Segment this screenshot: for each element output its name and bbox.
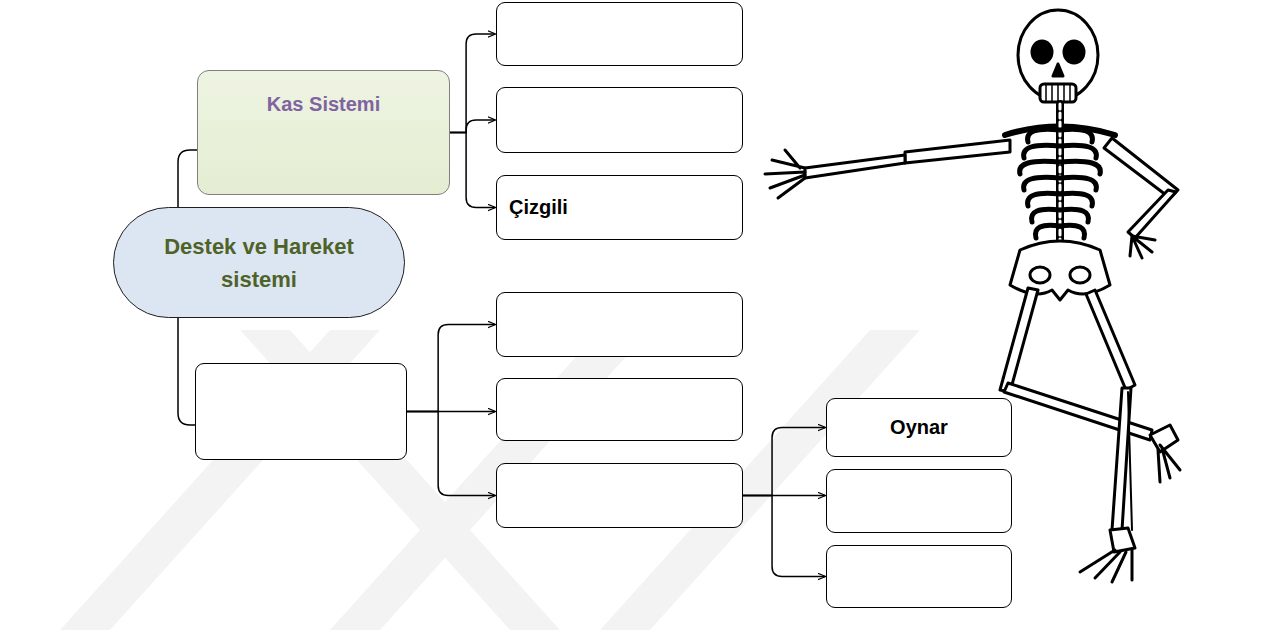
blank-box (826, 469, 1012, 533)
connector-arrow (450, 120, 495, 133)
blank-box (826, 545, 1012, 608)
blank-box (496, 292, 743, 357)
blank-box (496, 378, 743, 441)
blank-box (496, 87, 743, 153)
connector-arrow (407, 412, 495, 496)
connector-arrow (178, 150, 197, 211)
connector-arrow (450, 34, 495, 133)
connector-arrow (450, 133, 495, 208)
connector-arrow (743, 496, 825, 577)
watermark (60, 330, 920, 630)
system-title-pill: Destek ve Hareket sistemi (113, 207, 405, 318)
node-label: Oynar (890, 416, 948, 439)
connector-arrow (407, 325, 495, 412)
blank-box (195, 363, 407, 460)
connector-arrow (743, 428, 825, 496)
node-label: Kas Sistemi (267, 93, 380, 116)
answer-box: Çizgili (496, 175, 743, 240)
answer-box: Oynar (826, 398, 1012, 457)
blank-box (496, 463, 743, 528)
node-label: Çizgili (509, 196, 568, 219)
skeleton-illustration (765, 10, 1180, 582)
connector-arrow (178, 314, 195, 425)
blank-box (496, 2, 743, 66)
category-box: Kas Sistemi (197, 70, 450, 195)
node-label: Destek ve Hareket sistemi (152, 230, 366, 296)
